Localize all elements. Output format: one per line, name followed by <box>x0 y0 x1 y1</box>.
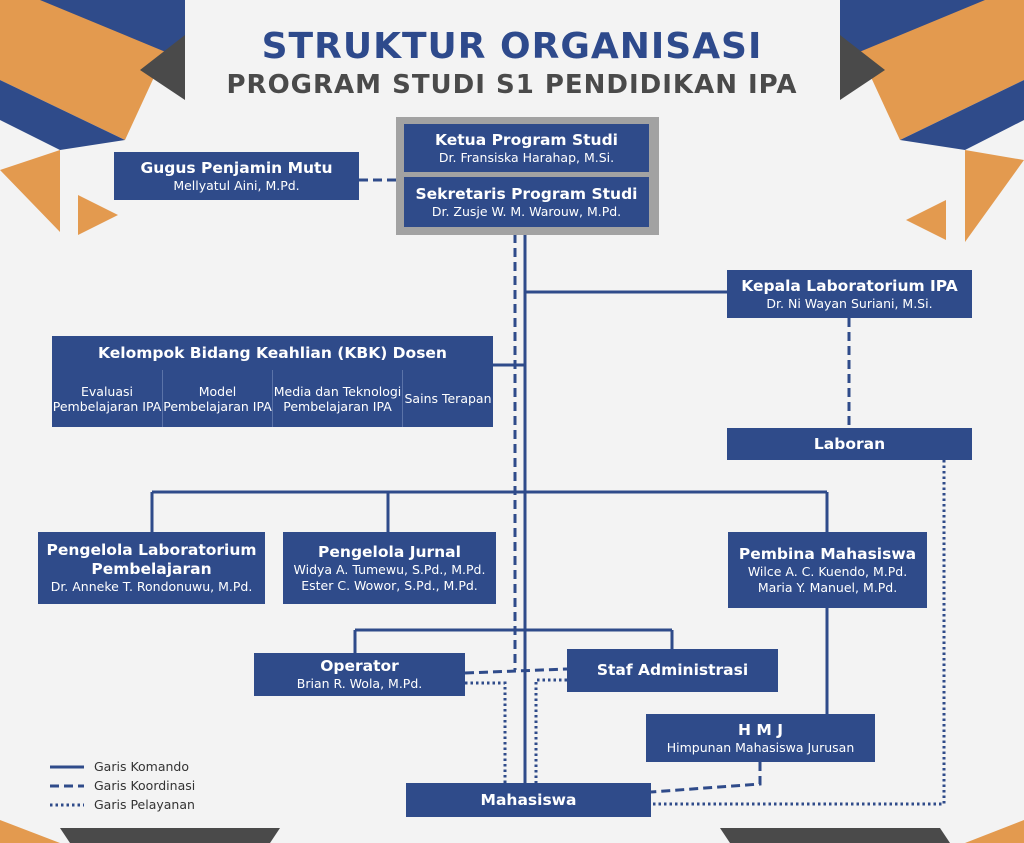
box-title: Gugus Penjamin Mutu <box>140 158 333 177</box>
box-names-2: Maria Y. Manuel, M.Pd. <box>757 579 898 595</box>
box-title: Pembina Mahasiswa <box>738 544 917 563</box>
box-hmj: H M J Himpunan Mahasiswa Jurusan <box>646 714 875 762</box>
box-title: Mahasiswa <box>480 790 577 809</box>
box-names: Brian R. Wola, M.Pd. <box>296 676 423 691</box>
box-title: Operator <box>320 657 399 675</box>
kbk-item-sains: Sains Terapan <box>402 370 493 427</box>
box-names: Himpunan Mahasiswa Jurusan <box>666 739 855 755</box>
box-kepala-laboratorium: Kepala Laboratorium IPA Dr. Ni Wayan Sur… <box>727 270 972 318</box>
box-title: Kepala Laboratorium IPA <box>741 276 958 295</box>
legend-label: Garis Pelayanan <box>94 797 195 812</box>
kbk-item-model: Model Pembelajaran IPA <box>162 370 272 427</box>
box-names: Dr. Fransiska Harahap, M.Si. <box>438 149 615 165</box>
box-names: Mellyatul Aini, M.Pd. <box>173 177 300 193</box>
box-title: Sekretaris Program Studi <box>415 184 638 203</box>
box-names: Dr. Anneke T. Rondonuwu, M.Pd. <box>50 579 253 594</box>
box-pengelola-jurnal: Pengelola Jurnal Widya A. Tumewu, S.Pd.,… <box>283 532 496 604</box>
legend-label: Garis Komando <box>94 759 190 774</box>
box-kbk-dosen: Kelompok Bidang Keahlian (KBK) Dosen <box>52 336 493 370</box>
box-pembina-mahasiswa: Pembina Mahasiswa Wilce A. C. Kuendo, M.… <box>728 532 927 608</box>
box-names: Dr. Zusje W. M. Warouw, M.Pd. <box>431 203 622 219</box>
box-names: Dr. Ni Wayan Suriani, M.Si. <box>766 295 933 311</box>
page-title: STRUKTUR ORGANISASI <box>261 26 763 67</box>
box-laboran: Laboran <box>727 428 972 460</box>
box-title: Kelompok Bidang Keahlian (KBK) Dosen <box>98 344 447 362</box>
page-subtitle: PROGRAM STUDI S1 PENDIDIKAN IPA <box>226 70 798 100</box>
box-names-1: Wilce A. C. Kuendo, M.Pd. <box>747 563 908 579</box>
kbk-item-evaluasi: Evaluasi Pembelajaran IPA <box>52 370 162 427</box>
box-title: Ketua Program Studi <box>435 130 618 149</box>
box-title: Pengelola Jurnal <box>318 542 461 561</box>
kbk-item-media: Media dan Teknologi Pembelajaran IPA <box>272 370 402 427</box>
box-staf-administrasi: Staf Administrasi <box>567 649 778 692</box>
box-title: Pengelola Laboratorium Pembelajaran <box>46 541 257 578</box>
box-mahasiswa: Mahasiswa <box>406 783 651 817</box>
box-ketua-program-studi: Ketua Program Studi Dr. Fransiska Haraha… <box>404 124 649 172</box>
box-names-2: Ester C. Wowor, S.Pd., M.Pd. <box>301 577 478 593</box>
box-pengelola-laboratorium: Pengelola Laboratorium Pembelajaran Dr. … <box>38 532 265 604</box>
box-title: H M J <box>738 720 783 739</box>
box-gugus-penjamin-mutu: Gugus Penjamin Mutu Mellyatul Aini, M.Pd… <box>114 152 359 200</box>
box-sekretaris-program-studi: Sekretaris Program Studi Dr. Zusje W. M.… <box>404 177 649 227</box>
legend-label: Garis Koordinasi <box>94 778 196 793</box>
box-names-1: Widya A. Tumewu, S.Pd., M.Pd. <box>293 561 486 577</box>
box-operator: Operator Brian R. Wola, M.Pd. <box>254 653 465 696</box>
box-title: Staf Administrasi <box>596 661 749 679</box>
box-title: Laboran <box>813 434 886 453</box>
